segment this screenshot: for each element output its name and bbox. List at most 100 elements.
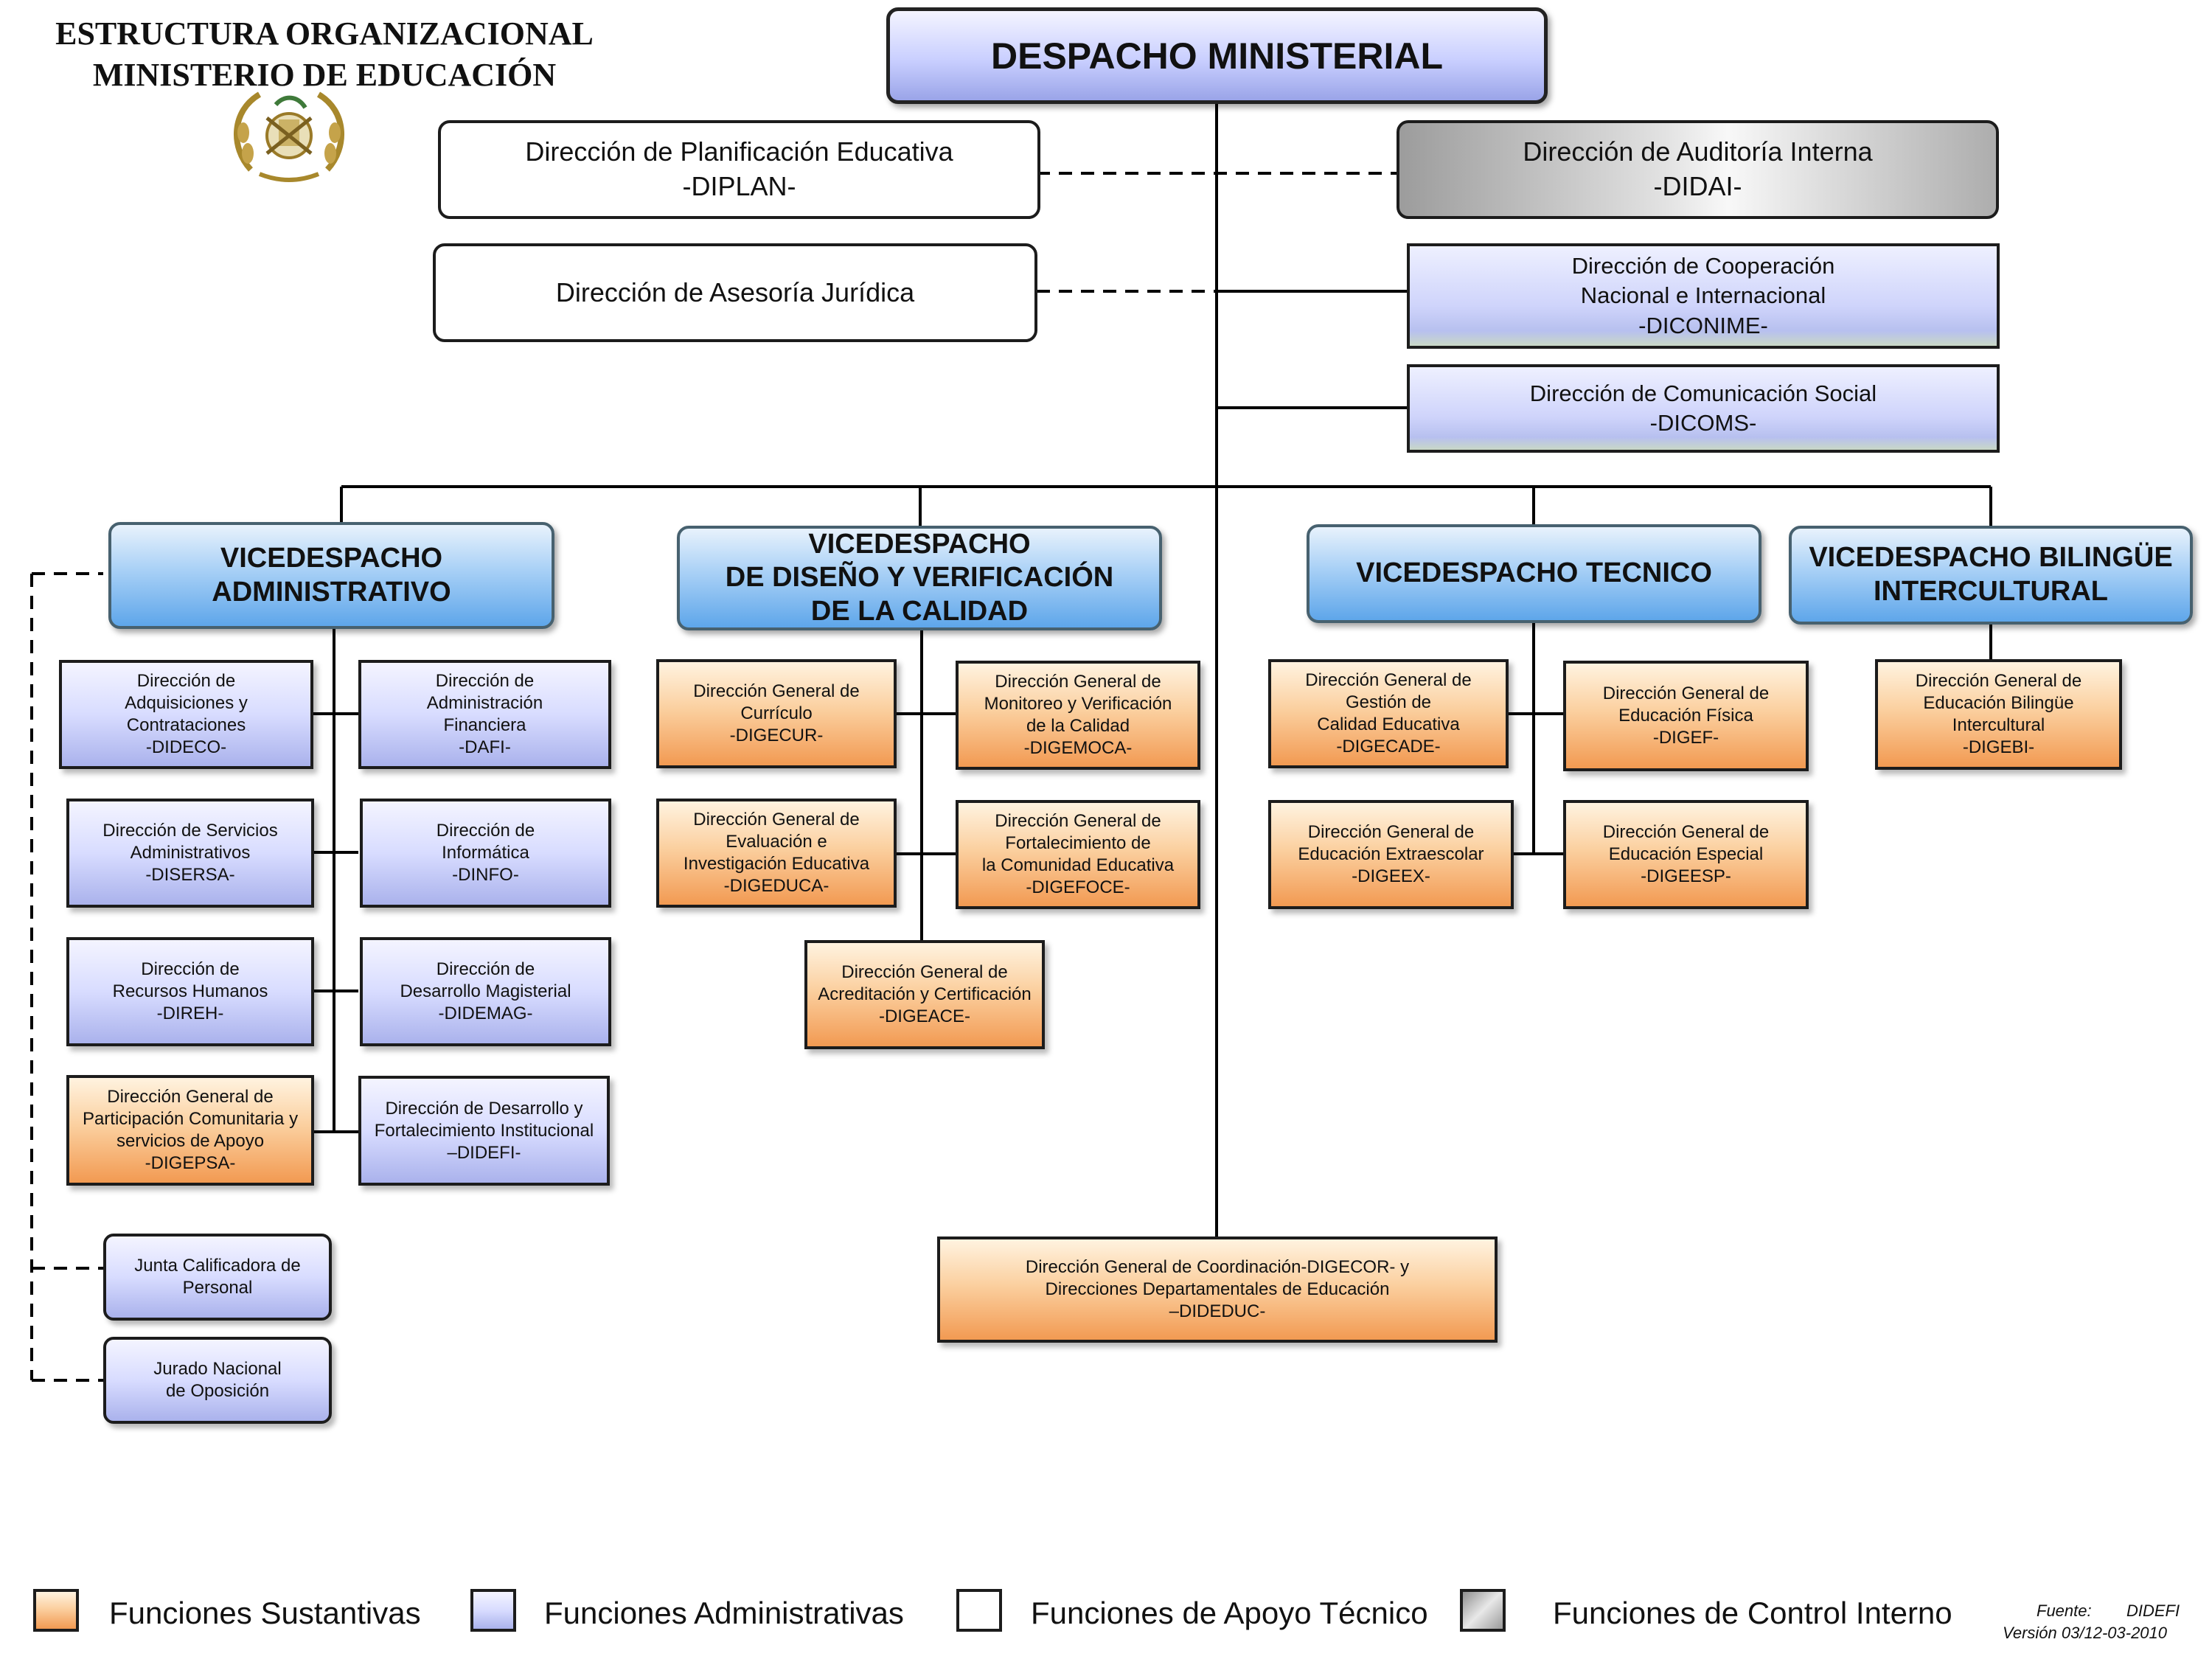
title-line-1: ESTRUCTURA ORGANIZACIONAL	[55, 15, 594, 52]
digef-acronym: -DIGEF-	[1652, 728, 1719, 748]
digeesp-box[interactable]: Dirección General de Educación Especial …	[1563, 800, 1809, 909]
digecur-acronym: -DIGECUR-	[729, 726, 824, 745]
digebi-line-1: Dirección General de	[1915, 671, 2082, 691]
digebi-box[interactable]: Dirección General de Educación Bilingüe …	[1875, 659, 2122, 770]
digeesp-line-1: Dirección General de	[1602, 822, 1770, 842]
didefi-box[interactable]: Dirección de Desarrollo y Fortalecimient…	[358, 1076, 610, 1186]
digeace-line-2: Acreditación y Certificación	[818, 984, 1032, 1004]
diplan-acronym: -DIPLAN-	[682, 171, 796, 201]
dideco-line-2: Adquisiciones y	[125, 693, 248, 713]
diconime-line-1: Dirección de Cooperación	[1571, 253, 1835, 279]
digecor-box[interactable]: Dirección General de Coordinación-DIGECO…	[937, 1237, 1498, 1343]
digepsa-line-3: servicios de Apoyo	[116, 1131, 265, 1151]
vicedespacho-bilingue-line-1: VICEDESPACHO BILINGÜE	[1809, 542, 2173, 574]
didemag-box[interactable]: Dirección de Desarrollo Magisterial -DID…	[360, 937, 611, 1046]
source-version: Versión 03/12-03-2010	[2003, 1624, 2168, 1642]
digepsa-box[interactable]: Dirección General de Participación Comun…	[66, 1075, 314, 1186]
dafi-acronym: -DAFI-	[459, 737, 511, 757]
junta-calificadora-box[interactable]: Junta Calificadora de Personal	[103, 1234, 332, 1321]
digemoca-line-3: de la Calidad	[1026, 716, 1130, 736]
disersa-box[interactable]: Dirección de Servicios Administrativos -…	[66, 799, 314, 908]
title-line-2: MINISTERIO DE EDUCACIÓN	[92, 57, 557, 93]
digecor-line-2: Direcciones Departamentales de Educación	[1045, 1279, 1390, 1299]
digef-line-1: Dirección General de	[1602, 684, 1770, 703]
direh-acronym: -DIREH-	[156, 1004, 224, 1023]
digeace-acronym: -DIGEACE-	[878, 1006, 970, 1026]
direh-box[interactable]: Dirección de Recursos Humanos -DIREH-	[66, 937, 314, 1046]
vicedespacho-administrativo-box[interactable]: VICEDESPACHO ADMINISTRATIVO	[108, 522, 554, 629]
vicedespacho-bilingue-line-2: INTERCULTURAL	[1873, 576, 2109, 607]
dafi-box[interactable]: Dirección de Administración Financiera -…	[358, 660, 611, 769]
dinfo-line-2: Informática	[442, 843, 529, 863]
didemag-line-1: Dirección de	[436, 959, 535, 979]
digemoca-box[interactable]: Dirección General de Monitoreo y Verific…	[956, 661, 1200, 770]
legend-label-apoyo: Funciones de Apoyo Técnico	[1031, 1596, 1428, 1630]
vicedespacho-calidad-line-2: DE DISEÑO Y VERIFICACIÓN	[725, 562, 1114, 594]
digecade-box[interactable]: Dirección General de Gestión de Calidad …	[1268, 659, 1509, 768]
dinfo-box[interactable]: Dirección de Informática -DINFO-	[360, 799, 611, 908]
vicedespacho-calidad-line-3: DE LA CALIDAD	[810, 595, 1029, 627]
digecor-line-1: Dirección General de Coordinación-DIGECO…	[1025, 1257, 1410, 1277]
digeduca-acronym: -DIGEDUCA-	[723, 876, 830, 896]
diplan-box[interactable]: Dirección de Planificación Educativa -DI…	[438, 120, 1040, 219]
vicedespacho-tecnico-box[interactable]: VICEDESPACHO TECNICO	[1307, 524, 1761, 623]
diplan-name: Dirección de Planificación Educativa	[525, 136, 953, 167]
jurado-nacional-box[interactable]: Jurado Nacional de Oposición	[103, 1337, 332, 1424]
dinfo-line-1: Dirección de	[436, 821, 535, 841]
diconime-box[interactable]: Dirección de Cooperación Nacional e Inte…	[1407, 243, 2000, 349]
dideco-box[interactable]: Dirección de Adquisiciones y Contratacio…	[59, 660, 313, 769]
disersa-line-1: Dirección de Servicios	[102, 821, 278, 841]
didemag-line-2: Desarrollo Magisterial	[400, 981, 571, 1001]
jurado-line-2: de Oposición	[165, 1381, 270, 1401]
digeex-box[interactable]: Dirección General de Educación Extraesco…	[1268, 800, 1514, 909]
digeesp-line-2: Educación Especial	[1608, 844, 1764, 864]
legend-label-sustantivas: Funciones Sustantivas	[109, 1596, 421, 1630]
digecade-line-2: Gestión de	[1345, 692, 1432, 712]
digefoce-box[interactable]: Dirección General de Fortalecimiento de …	[956, 800, 1200, 909]
legend-swatch-control	[1460, 1589, 1506, 1632]
asesoria-juridica-name: Dirección de Asesoría Jurídica	[555, 276, 915, 307]
vicedespacho-calidad-box[interactable]: VICEDESPACHO DE DISEÑO Y VERIFICACIÓN DE…	[677, 526, 1162, 630]
digeace-line-1: Dirección General de	[841, 962, 1008, 982]
digemoca-line-2: Monitoreo y Verificación	[984, 694, 1172, 714]
dicoms-box[interactable]: Dirección de Comunicación Social -DICOMS…	[1407, 364, 2000, 453]
dicoms-name: Dirección de Comunicación Social	[1529, 380, 1877, 406]
digecade-acronym: -DIGECADE-	[1336, 737, 1441, 757]
diconime-acronym: -DICONIME-	[1638, 312, 1768, 338]
digeex-line-2: Educación Extraescolar	[1298, 844, 1484, 864]
dicoms-acronym: -DICOMS-	[1649, 410, 1757, 436]
legend-label-control: Funciones de Control Interno	[1553, 1596, 1952, 1630]
digef-line-2: Educación Física	[1618, 706, 1753, 726]
asesoria-juridica-box[interactable]: Dirección de Asesoría Jurídica	[433, 243, 1037, 342]
didai-box[interactable]: Dirección de Auditoría Interna -DIDAI-	[1397, 120, 1999, 219]
legend-swatch-sustantivas	[33, 1589, 79, 1632]
digebi-line-3: Intercultural	[1952, 715, 2045, 735]
digebi-acronym: -DIGEBI-	[1962, 737, 2035, 757]
vicedespacho-bilingue-box[interactable]: VICEDESPACHO BILINGÜE INTERCULTURAL	[1789, 526, 2193, 625]
vicedespacho-administrativo-line-1: VICEDESPACHO	[220, 542, 443, 574]
didefi-line-2: Fortalecimiento Institucional	[374, 1120, 594, 1141]
chart-title: ESTRUCTURA ORGANIZACIONAL MINISTERIO DE …	[29, 13, 619, 96]
dafi-line-2: Administración	[426, 693, 543, 713]
digepsa-line-2: Participación Comunitaria y	[82, 1109, 299, 1129]
digebi-line-2: Educación Bilingüe	[1923, 693, 2074, 713]
digemoca-acronym: -DIGEMOCA-	[1023, 738, 1133, 758]
digefoce-line-3: la Comunidad Educativa	[981, 855, 1175, 875]
didai-name: Dirección de Auditoría Interna	[1523, 136, 1873, 167]
didemag-acronym: -DIDEMAG-	[438, 1004, 533, 1023]
digefoce-line-1: Dirección General de	[995, 811, 1161, 831]
legend-swatch-apoyo	[956, 1589, 1002, 1632]
digeduca-line-1: Dirección General de	[693, 810, 860, 830]
digef-box[interactable]: Dirección General de Educación Física -D…	[1563, 661, 1809, 771]
despacho-ministerial-box[interactable]: DESPACHO MINISTERIAL	[886, 7, 1548, 104]
junta-line-1: Junta Calificadora de	[134, 1256, 301, 1276]
dideco-line-3: Contrataciones	[126, 715, 246, 735]
digeace-box[interactable]: Dirección General de Acreditación y Cert…	[804, 940, 1045, 1049]
direh-line-1: Dirección de	[141, 959, 240, 979]
vicedespacho-calidad-line-1: VICEDESPACHO	[808, 528, 1031, 560]
digeduca-line-2: Evaluación e	[726, 832, 827, 852]
digeduca-box[interactable]: Dirección General de Evaluación e Invest…	[656, 799, 897, 908]
digecur-box[interactable]: Dirección General de Currículo -DIGECUR-	[656, 659, 897, 768]
digeex-acronym: -DIGEEX-	[1352, 866, 1430, 886]
